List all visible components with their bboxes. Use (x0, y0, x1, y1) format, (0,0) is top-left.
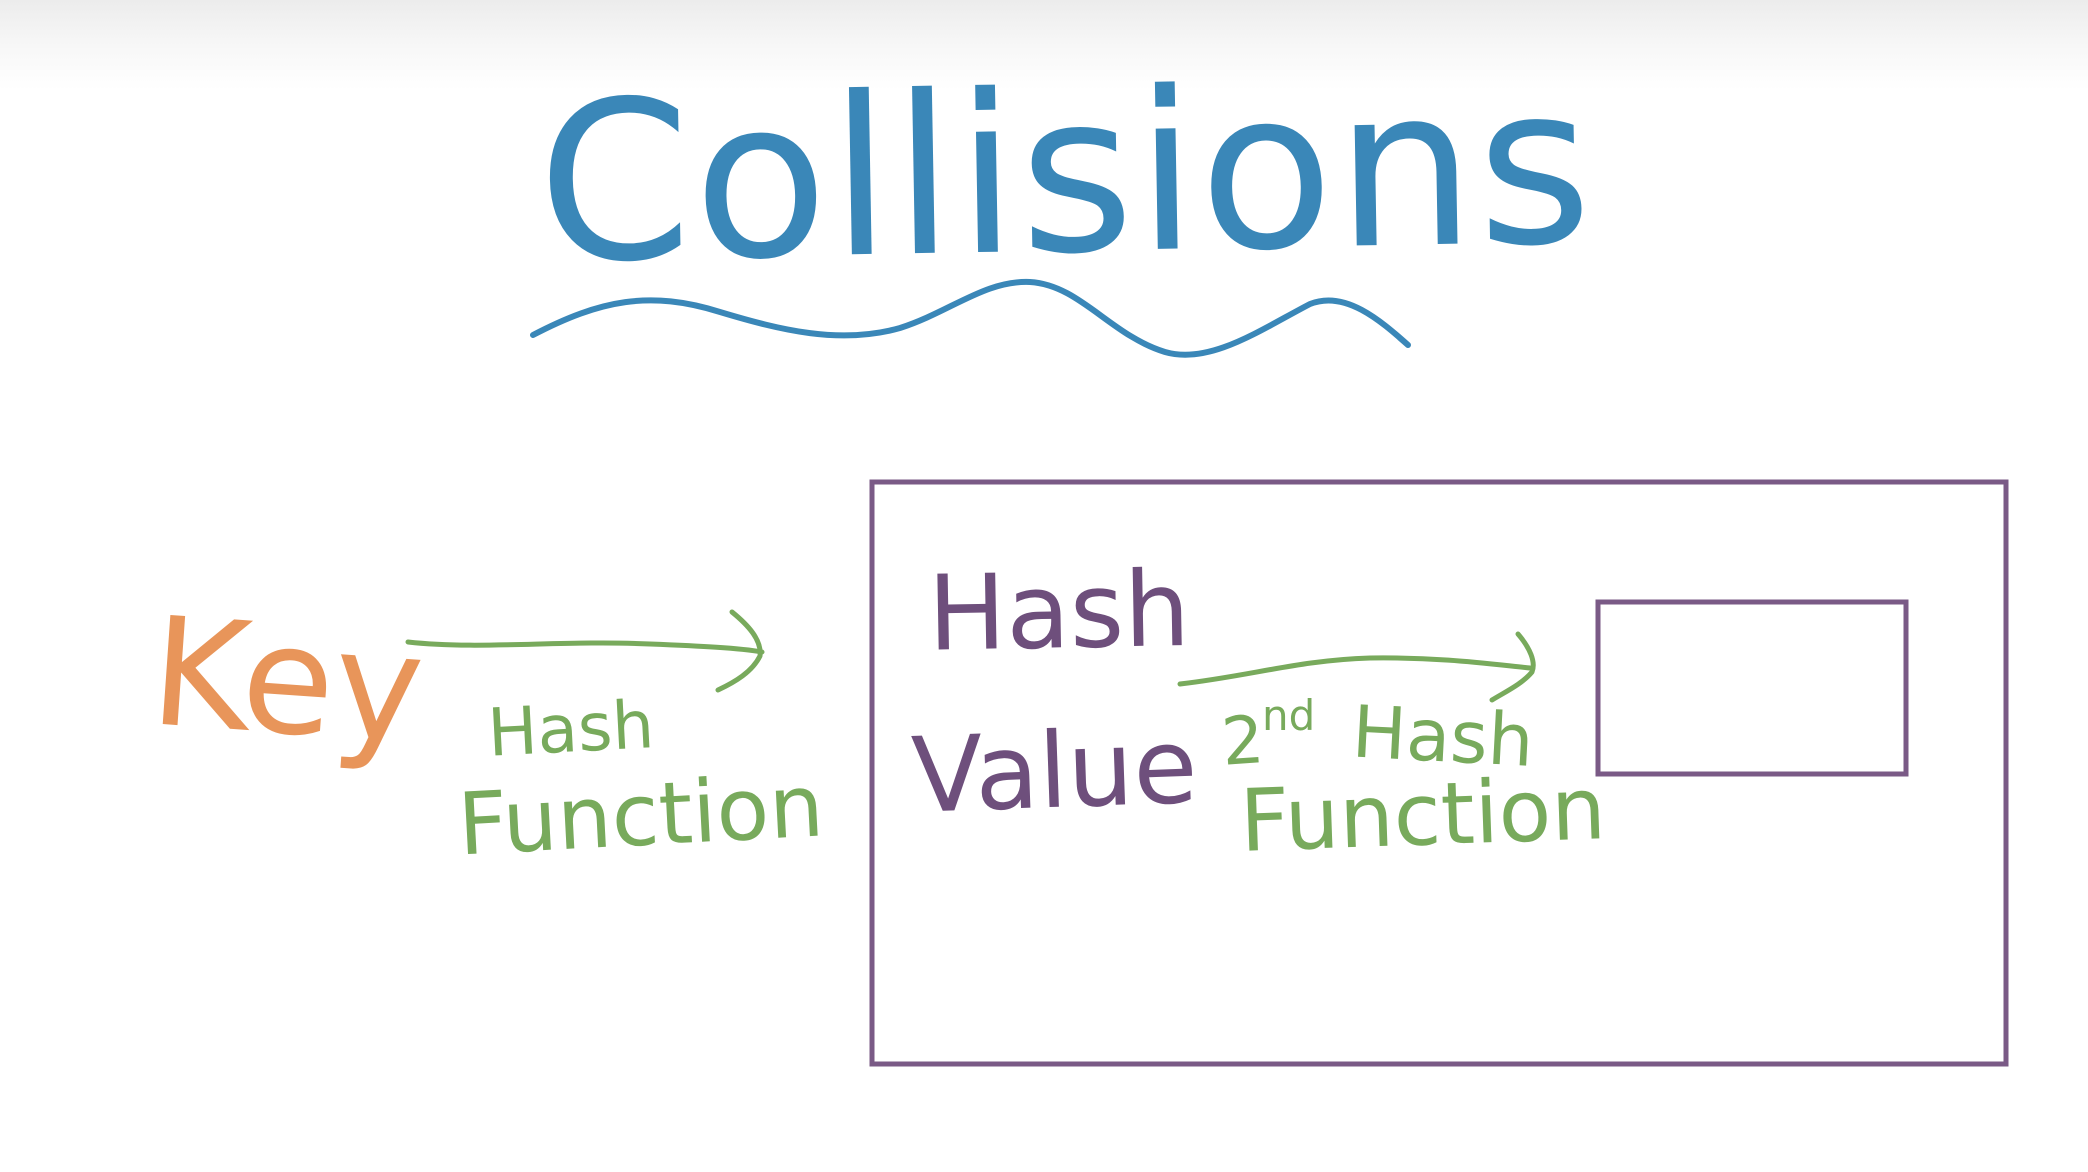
bucket-box (1595, 599, 1909, 777)
second-hash-ordinal-suffix: nd (1262, 691, 1315, 740)
second-hash-ordinal: 2 (1219, 701, 1266, 781)
title-underline (530, 278, 1411, 358)
second-hash-function-line1: Hash (1350, 690, 1536, 783)
second-hash-function-arrowhead (1489, 631, 1536, 703)
hash-table-box (869, 479, 2009, 1067)
hash-function-arrow (405, 639, 765, 655)
hash-function-label-line2: Function (455, 756, 826, 875)
second-hash-function-arrow (1177, 655, 1533, 687)
top-shade (0, 0, 2088, 90)
hash-function-label-line1: Hash (486, 686, 656, 772)
hash-value-line2: Value (910, 705, 1200, 837)
second-hash-function-line2: Function (1238, 759, 1607, 872)
hash-value-line1: Hash (927, 548, 1191, 675)
hash-function-arrowhead (715, 609, 763, 693)
title: Collisions (535, 37, 1595, 311)
key-label: Key (146, 585, 429, 778)
